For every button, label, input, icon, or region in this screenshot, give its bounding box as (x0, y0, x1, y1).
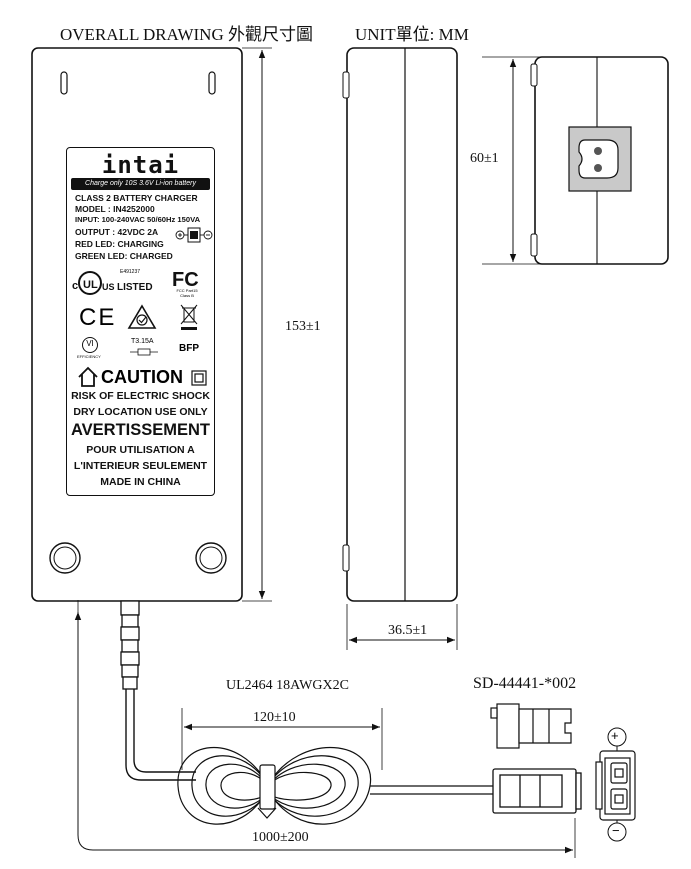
polarity-icon (175, 227, 213, 243)
label-line: OUTPUT : 42VDC 2A (75, 227, 159, 237)
double-insulation-icon (191, 370, 207, 386)
avertissement-heading: AVERTISSEMENT (70, 421, 211, 439)
label-banner: Charge only 10S 3.6V Li-ion battery (71, 178, 210, 190)
efficiency-mark: VI (86, 339, 94, 348)
label-line: RED LED: CHARGING (75, 239, 164, 249)
height-dimension: 153±1 (285, 319, 321, 334)
loop-dimension: 120±10 (253, 710, 296, 725)
label-line: CLASS 2 BATTERY CHARGER (75, 193, 198, 203)
warning-line: RISK OF ELECTRIC SHOCK (71, 390, 210, 402)
fcc-icon: FC (172, 269, 199, 290)
drawing-title: OVERALL DRAWING 外觀尺寸圖 (60, 25, 313, 44)
warning-line: L'INTERIEUR SEULEMENT (73, 460, 208, 472)
bfp-mark: BFP (179, 343, 199, 354)
efficiency-text: EFFICIENCY (77, 354, 101, 359)
minus-symbol: − (612, 823, 620, 838)
ul-file-number: E491237 (120, 269, 141, 275)
connector-housing (492, 768, 582, 814)
depth-dimension: 36.5±1 (388, 623, 428, 638)
ce-mark: CE (79, 304, 117, 331)
ac-inlet (568, 126, 632, 192)
indoor-use-icon (78, 366, 98, 387)
ul-listed-icon: c UL US LISTED (72, 271, 153, 295)
brand-logo: intai (101, 151, 180, 179)
svg-text:US: US (102, 282, 115, 292)
fuse-rating: T3.15A (131, 338, 154, 345)
screw-foot-right (195, 542, 227, 574)
strain-relief (120, 600, 140, 690)
svg-text:UL: UL (83, 279, 98, 291)
cable (125, 689, 196, 781)
label-line: INPUT: 100-240VAC 50/60Hz 150VA (75, 215, 201, 224)
charger-side-body (346, 47, 458, 602)
efficiency-icon (82, 337, 98, 353)
origin-line: MADE IN CHINA (100, 476, 181, 488)
rcm-icon (127, 304, 157, 329)
cable-spec: UL2464 18AWGX2C (226, 678, 349, 693)
warning-line: DRY LOCATION USE ONLY (73, 406, 208, 418)
svg-text:LISTED: LISTED (117, 282, 153, 293)
fuse-icon (130, 348, 158, 356)
connector-height-dimension: 60±1 (470, 151, 499, 166)
caution-heading: CAUTION (101, 367, 183, 387)
svg-text:c: c (72, 280, 78, 292)
fcc-note: FCC Part15 Class B (176, 288, 198, 298)
connector-part-number: SD-44441-*002 (473, 675, 577, 692)
top-slot-right (208, 71, 216, 95)
cable-length-dimension: 1000±200 (252, 830, 309, 845)
connector-face (595, 750, 636, 821)
warning-line: POUR UTILISATION A (86, 444, 195, 456)
product-label: intai Charge only 10S 3.6V Li-ion batter… (66, 147, 215, 496)
top-slot-left (60, 71, 68, 95)
svg-text:FC: FC (172, 269, 199, 290)
plus-symbol: + (611, 728, 619, 743)
connector-side-view (490, 703, 572, 749)
cable-coil (177, 747, 372, 825)
weee-icon (180, 304, 198, 330)
label-line: MODEL : IN4252000 (75, 204, 155, 214)
label-line: GREEN LED: CHARGED (75, 251, 173, 261)
unit-label: UNIT單位: MM (355, 25, 469, 44)
screw-foot-left (49, 542, 81, 574)
